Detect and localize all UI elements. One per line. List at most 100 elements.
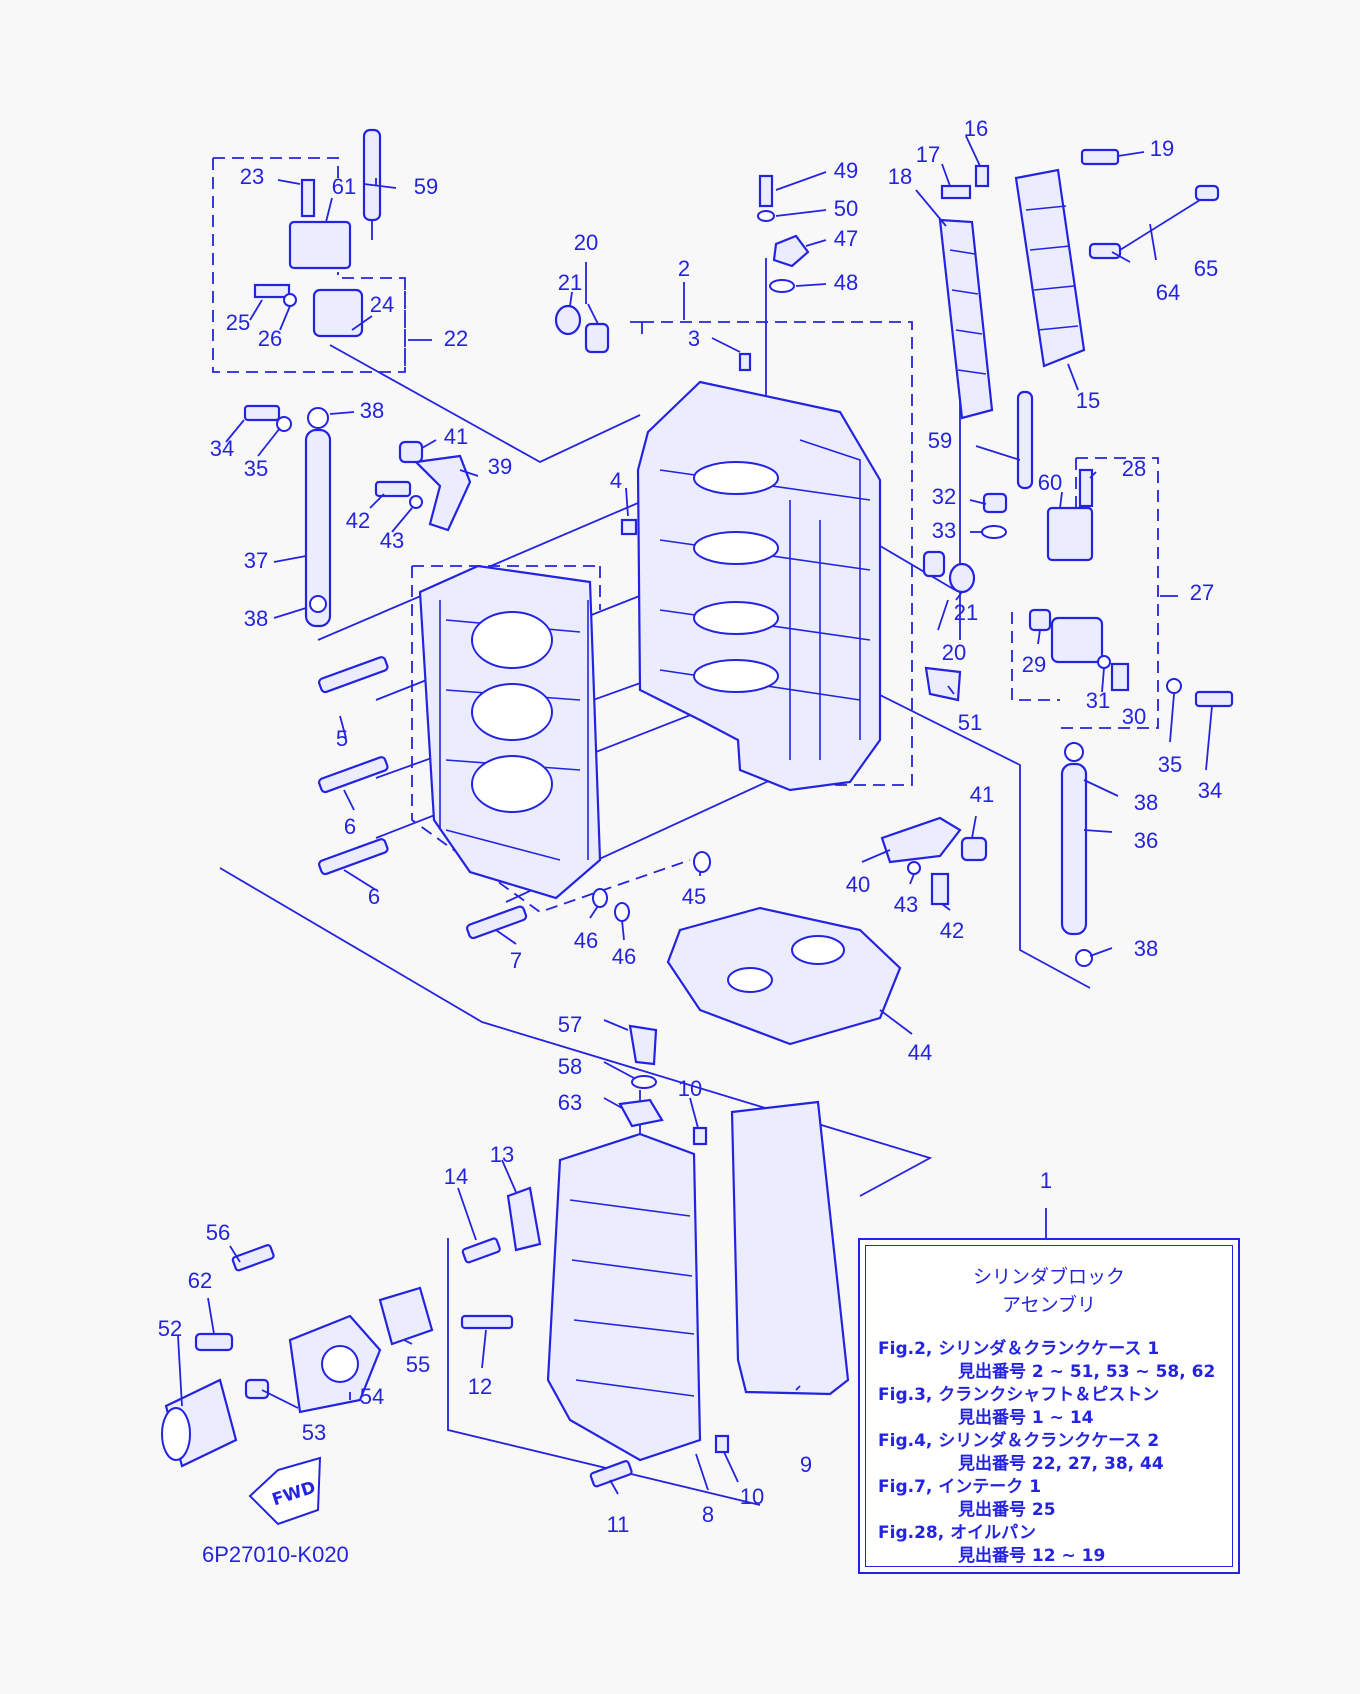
gasket-18 [938,218,994,420]
part-label-46b: 46 [612,944,636,969]
part-label-24: 24 [370,292,394,317]
part-label-23: 23 [240,164,264,189]
part-label-9: 9 [800,1452,812,1477]
seal-21b [948,562,976,594]
part-label-3: 3 [688,326,700,351]
oring-46a [592,888,608,908]
bolt-7 [466,905,528,940]
part-label-41b: 41 [970,782,994,807]
clip-63 [618,1098,664,1128]
bolt-30 [1110,662,1130,692]
part-label-46a: 46 [574,928,598,953]
part-label-26: 26 [258,326,282,351]
part-label-51: 51 [958,710,982,735]
bolt-6a [318,756,389,794]
dowel-10b [714,1434,730,1454]
part-label-31: 31 [1086,688,1110,713]
part-label-50: 50 [834,196,858,221]
grommet-38a [307,407,329,429]
part-label-42a: 42 [346,508,370,533]
group-frame-2 [628,321,913,786]
group-frame-22 [212,157,406,373]
part-label-58: 58 [558,1054,582,1079]
part-label-45: 45 [682,884,706,909]
stud-12 [460,1314,514,1330]
cap-16 [974,164,990,188]
part-label-38c: 38 [1134,790,1158,815]
washer-26 [283,293,297,307]
part-label-61: 61 [332,174,356,199]
part-label-13: 13 [490,1142,514,1167]
part-label-38b: 38 [244,606,268,631]
thermo-sensor-59-top [362,128,382,222]
hose-36 [1060,762,1088,936]
legend-fig-row: Fig.4, シリンダ＆クランクケース 2 [878,1431,1160,1451]
part-label-33: 33 [932,518,956,543]
legend-fig-row: Fig.7, インテーク 1 [878,1477,1042,1497]
bolt-49 [758,174,774,208]
part-label-39: 39 [488,454,512,479]
crankcase-block [418,564,602,900]
bracket-60 [1046,506,1094,562]
legend-fig-row: Fig.2, シリンダ＆クランクケース 1 [878,1339,1160,1359]
part-label-32: 32 [932,484,956,509]
clip-51 [924,666,962,702]
part-label-34a: 34 [210,436,234,461]
part-label-22: 22 [444,326,468,351]
washer-35b [1166,678,1182,694]
part-label-60: 60 [1038,470,1062,495]
washer-43b [907,861,921,875]
legend-range-row: 見出番号 2 ~ 51, 53 ~ 58, 62 [958,1362,1216,1382]
gasket-44 [666,906,902,1046]
part-label-7: 7 [510,948,522,973]
leader-block-37 [317,484,681,641]
housing-27 [1050,616,1104,664]
nipple-53 [244,1378,270,1400]
sensor-64 [1088,242,1122,260]
part-label-1: 1 [1040,1168,1052,1193]
part-label-21a: 21 [558,270,582,295]
part-label-35b: 35 [1158,752,1182,777]
legend-range-row: 見出番号 22, 27, 38, 44 [958,1454,1164,1474]
cover-47 [772,234,810,268]
leader-20-line [869,539,956,591]
gasket-55 [378,1286,434,1346]
dowel-10a [692,1126,708,1146]
oring-58 [631,1075,657,1089]
part-label-47: 47 [834,226,858,251]
grommet-38c [1064,742,1084,762]
bolt-28 [1078,468,1094,508]
part-label-19: 19 [1150,136,1174,161]
dowel-3 [738,352,752,372]
part-label-30: 30 [1122,704,1146,729]
part-label-65: 65 [1194,256,1218,281]
part-label-35a: 35 [244,456,268,481]
part-label-18: 18 [888,164,912,189]
oring-48 [769,279,795,293]
legend-range-row: 見出番号 12 ~ 19 [958,1546,1106,1566]
bolt-34a [243,404,281,422]
leader-outline-22 [329,344,641,464]
part-label-27: 27 [1190,580,1214,605]
bolt-6b [318,838,389,876]
part-label-2: 2 [678,256,690,281]
part-label-55: 55 [406,1352,430,1377]
cap-41b [960,836,988,862]
fitting-29 [1028,608,1052,632]
plug-20b [922,550,946,578]
part-label-5: 5 [336,726,348,751]
part-label-29: 29 [1022,652,1046,677]
part-label-52: 52 [158,1316,182,1341]
part-label-48: 48 [834,270,858,295]
washer-50 [757,210,775,222]
part-label-28: 28 [1122,456,1146,481]
hose-37 [304,428,332,628]
bolt-23 [300,178,316,218]
part-label-20b: 20 [942,640,966,665]
part-label-40: 40 [846,872,870,897]
washer-33 [981,525,1007,539]
bolt-17 [940,184,972,200]
sensor-62 [194,1332,234,1352]
housing-24 [312,288,364,338]
plug-57 [628,1024,658,1066]
